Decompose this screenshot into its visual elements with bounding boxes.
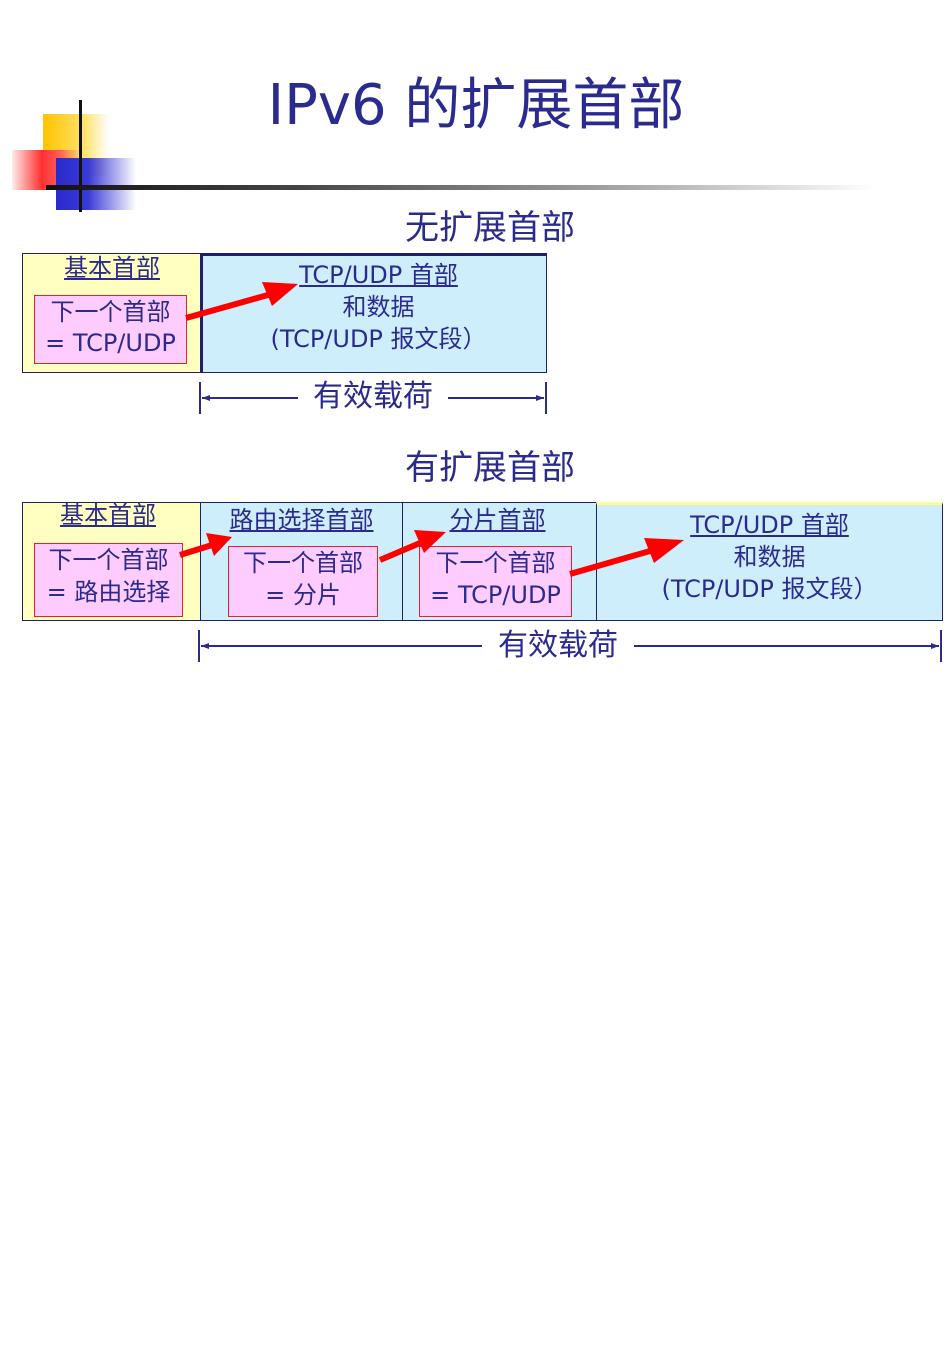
payload-line3: (TCP/UDP 报文段）	[270, 325, 487, 353]
basic-header-label: 基本首部	[64, 254, 160, 282]
ext-basic-header-label: 基本首部	[60, 501, 156, 529]
ext-payload-header-label: TCP/UDP 首部	[690, 511, 849, 539]
fragment-next-header-line1: 下一个首部	[435, 549, 556, 577]
section-heading-without-ext: 无扩展首部	[405, 208, 575, 248]
logo-blue-square	[56, 158, 136, 210]
payload-span-label: 有效载荷	[300, 378, 446, 416]
fragment-next-header-line2: = TCP/UDP	[430, 581, 561, 609]
routing-next-header-line2: = 分片	[265, 581, 341, 609]
next-header-box	[34, 295, 187, 364]
fragment-next-header-box	[419, 546, 572, 617]
routing-next-header-box	[228, 546, 378, 617]
ext-payload-line2: 和数据	[733, 543, 806, 571]
ext-basic-next-header-box	[34, 543, 183, 617]
ext-payload-span-label: 有效载荷	[484, 627, 632, 665]
ext-basic-next-header-line2: = 路由选择	[46, 578, 171, 606]
next-header-line2: = TCP/UDP	[45, 329, 176, 357]
payload-header-label: TCP/UDP 首部	[299, 261, 458, 289]
next-header-line1: 下一个首部	[50, 298, 171, 326]
section-heading-with-ext: 有扩展首部	[405, 448, 575, 488]
payload-line2: 和数据	[342, 293, 415, 321]
logo-vertical-line	[79, 100, 82, 212]
fragment-header-label: 分片首部	[449, 506, 546, 534]
page-title: IPv6 的扩展首部	[267, 73, 685, 138]
title-divider	[46, 185, 876, 190]
routing-header-label: 路由选择首部	[229, 506, 374, 534]
ext-basic-next-header-line1: 下一个首部	[48, 546, 169, 574]
ext-payload-line3: (TCP/UDP 报文段）	[661, 575, 878, 603]
routing-next-header-line1: 下一个首部	[243, 549, 363, 577]
